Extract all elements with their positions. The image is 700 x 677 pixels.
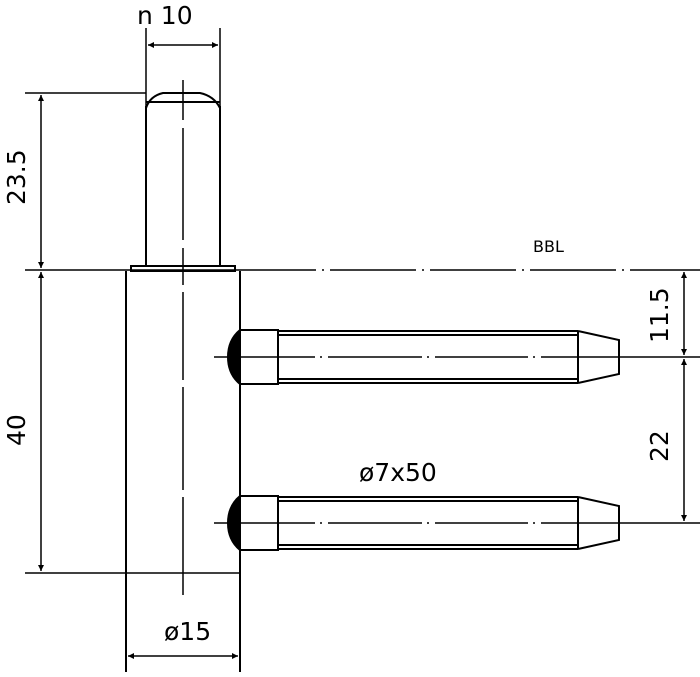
dim-pin-width-label: n 10: [137, 1, 193, 30]
screw-pin-size-label: ø7x50: [359, 458, 437, 487]
dim-pin-height-label: 23.5: [2, 149, 31, 205]
dim-body-diameter-label: ø15: [164, 617, 211, 646]
dim-pin-height: [25, 92, 146, 268]
dim-body-height-label: 40: [2, 414, 31, 446]
bbl-label: BBL: [533, 237, 564, 256]
dim-pin-spacing-label: 22: [645, 430, 674, 462]
dim-body-height: [25, 272, 240, 574]
dim-first-pin-offset-label: 11.5: [645, 287, 674, 343]
